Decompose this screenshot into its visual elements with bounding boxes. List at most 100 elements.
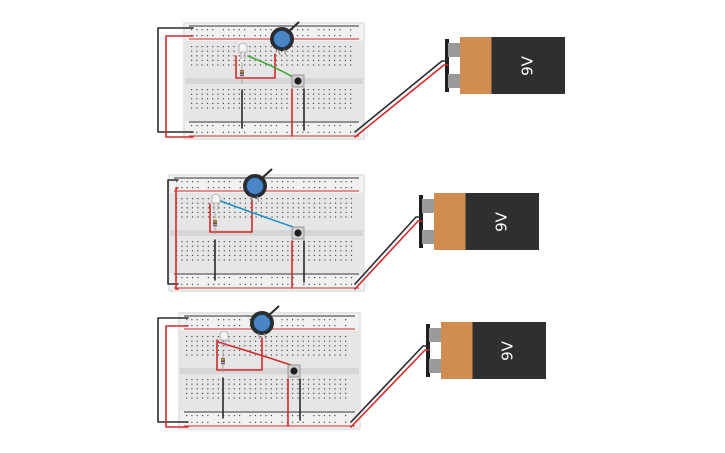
hole	[329, 245, 331, 247]
hole	[340, 181, 342, 183]
hole	[197, 181, 199, 183]
hole	[239, 259, 241, 261]
hole	[292, 421, 294, 423]
hole	[313, 259, 315, 261]
hole	[308, 216, 310, 218]
hole	[217, 50, 219, 52]
hole	[329, 379, 331, 381]
hole	[334, 354, 336, 356]
hole	[302, 397, 304, 399]
hole	[344, 55, 346, 57]
hole	[228, 29, 230, 31]
battery-label-2: 9V	[493, 211, 511, 232]
hole	[244, 202, 247, 204]
hole	[324, 211, 326, 213]
hole	[313, 421, 315, 423]
hole	[265, 107, 267, 109]
hole	[328, 59, 330, 61]
hole	[345, 254, 347, 256]
hole	[196, 46, 198, 48]
hole	[239, 198, 241, 200]
hole	[302, 55, 304, 57]
hole	[196, 345, 198, 347]
hole	[297, 46, 299, 48]
hole	[287, 187, 289, 189]
hole	[201, 354, 204, 356]
hole	[212, 98, 214, 100]
hole	[282, 283, 284, 285]
hole	[318, 421, 320, 423]
hole	[318, 379, 320, 381]
hole	[345, 349, 347, 351]
hole	[339, 124, 341, 127]
hole	[292, 198, 294, 200]
battery-lead-black	[354, 60, 449, 133]
hole	[335, 211, 337, 213]
hole	[345, 345, 347, 347]
hole	[207, 207, 209, 209]
hole	[260, 392, 262, 394]
hole	[207, 388, 209, 390]
hole	[276, 207, 278, 209]
hole	[318, 354, 320, 356]
hole	[276, 198, 278, 200]
hole	[222, 35, 224, 37]
hole	[307, 50, 309, 52]
battery-terminal	[429, 359, 441, 373]
hole	[206, 102, 209, 104]
hole	[254, 124, 256, 127]
hole	[323, 349, 325, 351]
hole	[239, 325, 241, 327]
hole	[313, 187, 315, 189]
hole	[197, 241, 199, 243]
led	[219, 330, 229, 347]
hole	[297, 198, 300, 200]
hole	[249, 397, 251, 399]
hole	[207, 354, 209, 356]
hole	[282, 254, 284, 256]
rail-wire-red	[165, 325, 189, 428]
hole	[201, 64, 203, 66]
hole	[313, 388, 315, 390]
hole	[297, 207, 300, 209]
hole	[186, 336, 188, 338]
hole	[196, 354, 198, 356]
hole	[324, 245, 326, 247]
hole	[244, 211, 247, 213]
hole	[282, 241, 284, 243]
hole	[302, 392, 304, 394]
hole	[259, 29, 262, 31]
hole	[275, 102, 277, 104]
hole	[329, 336, 331, 338]
hole	[223, 421, 225, 423]
hole	[292, 245, 294, 247]
hole	[191, 245, 194, 247]
hole	[249, 340, 251, 342]
hole	[350, 211, 353, 213]
hole	[201, 421, 204, 423]
hole	[212, 124, 214, 127]
hole	[302, 131, 304, 133]
hole	[270, 124, 272, 127]
hole	[218, 181, 220, 183]
hole	[339, 93, 341, 95]
hole	[340, 276, 342, 279]
hole	[297, 349, 299, 351]
hole	[270, 345, 272, 347]
hole	[254, 397, 257, 399]
hole	[350, 181, 353, 183]
hole	[191, 46, 193, 48]
battery-terminal	[422, 230, 434, 244]
hole	[282, 207, 284, 209]
hole	[334, 124, 336, 127]
center-channel	[185, 78, 363, 84]
hole	[323, 392, 325, 394]
hole	[260, 276, 262, 279]
hole	[228, 55, 230, 57]
hole	[196, 102, 198, 104]
hole	[218, 241, 220, 243]
hole	[255, 259, 257, 261]
hole	[313, 245, 315, 247]
hole	[318, 46, 320, 48]
hole	[297, 211, 300, 213]
